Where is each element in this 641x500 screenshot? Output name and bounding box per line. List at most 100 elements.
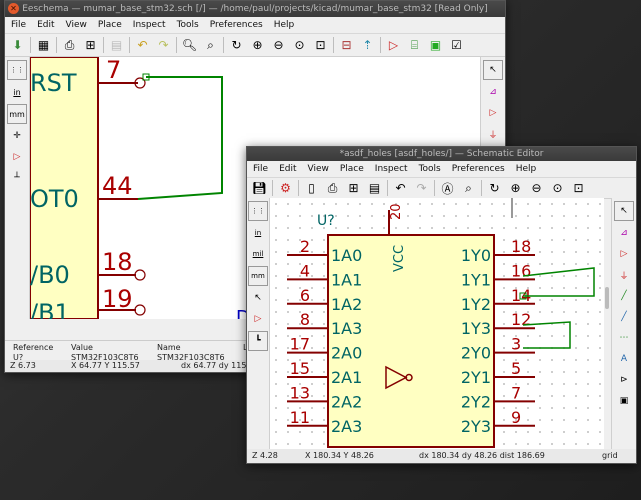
redo-icon[interactable]: ↷ — [416, 181, 427, 195]
close-window-icon[interactable]: ✕ — [8, 3, 19, 14]
highlight-net-icon[interactable]: ⊿ — [620, 228, 628, 238]
find-icon[interactable]: 🔍︎ — [181, 38, 198, 52]
zoom-in-icon[interactable]: ⊕ — [252, 38, 263, 52]
pin-name-ot0: OT0 — [30, 185, 79, 213]
pin-number-7: 7 — [106, 57, 121, 84]
add-symbol-icon[interactable]: ▷ — [489, 108, 497, 118]
add-wire-icon[interactable]: ╱ — [621, 291, 627, 301]
add-label-icon[interactable]: A — [620, 354, 628, 364]
undo-icon[interactable]: ↶ — [137, 38, 148, 52]
pin-name: 1A2 — [331, 295, 362, 314]
select-tool-icon[interactable]: ↖ — [614, 201, 634, 221]
canvas-scrollbar[interactable] — [605, 287, 609, 309]
schematic-setup-icon[interactable]: ⚙ — [280, 181, 291, 195]
save-icon[interactable]: 💾︎ — [251, 181, 268, 195]
grid-icon[interactable]: ⋮⋮ — [7, 60, 27, 80]
menu-place[interactable]: Place — [97, 20, 122, 30]
units-mm-button[interactable]: mm — [7, 104, 27, 124]
menu-file[interactable]: File — [11, 20, 27, 30]
menu-view[interactable]: View — [307, 164, 329, 174]
menu-tools[interactable]: Tools — [418, 164, 441, 174]
menu-edit[interactable]: Edit — [37, 20, 55, 30]
symbol-editor-icon[interactable]: ▷ — [388, 38, 399, 52]
menu-bar: File Edit View Place Inspect Tools Preferences… — [247, 161, 636, 178]
units-mil-button[interactable]: mil — [252, 250, 264, 258]
menu-help[interactable]: Help — [515, 164, 537, 174]
units-in-button[interactable]: in — [254, 229, 262, 237]
hidden-pins-icon[interactable]: ▷ — [13, 152, 21, 162]
menu-inspect[interactable]: Inspect — [374, 164, 408, 174]
cursor-icon[interactable]: ↖ — [254, 293, 262, 303]
paste-icon[interactable]: ▤ — [110, 38, 123, 52]
find-replace-icon[interactable]: ⌕ — [465, 180, 472, 195]
status-bar: Z 4.28 X 180.34 Y 48.26 dx 180.34 dy 48.… — [247, 449, 636, 463]
pin-number: 15 — [290, 359, 310, 378]
redo-icon[interactable]: ↷ — [158, 38, 169, 52]
add-power-icon[interactable]: ⏚ — [619, 271, 629, 282]
print-icon[interactable]: ⎙ — [64, 37, 75, 52]
cursor-icon[interactable]: ✛ — [13, 131, 21, 141]
menu-preferences[interactable]: Preferences — [209, 20, 263, 30]
zoom-fit-icon[interactable]: ⊙ — [294, 38, 305, 52]
pin-number: 7 — [511, 383, 521, 402]
wire-mode-icon[interactable]: ┴ — [14, 173, 20, 183]
page-settings-icon[interactable]: ▯ — [308, 181, 315, 195]
hidden-pins-icon[interactable]: ▷ — [254, 314, 262, 324]
undo-icon[interactable]: ↶ — [395, 181, 406, 195]
symbol-browser-icon[interactable]: ⌸ — [410, 37, 419, 52]
zoom-out-icon[interactable]: ⊖ — [531, 181, 542, 195]
leave-sheet-icon[interactable]: ⇡ — [362, 38, 373, 52]
add-symbol-icon[interactable]: ▷ — [620, 249, 628, 259]
menu-place[interactable]: Place — [339, 164, 364, 174]
wire-mode-icon[interactable]: ┗ — [248, 331, 268, 351]
vcc-pin-name: VCC — [392, 245, 407, 272]
units-mm-button[interactable]: mm — [248, 266, 268, 286]
value-value: STM32F103C8T6 — [71, 353, 139, 362]
add-junction-icon[interactable]: ⋯ — [619, 333, 629, 343]
wire[interactable] — [137, 76, 223, 200]
print-icon[interactable]: ⎙ — [327, 180, 338, 195]
add-power-icon[interactable]: ⏚ — [488, 130, 498, 141]
window-titlebar: ✕ Eeschema — mumar_base_stm32.sch [/] — … — [5, 1, 505, 17]
find-icon[interactable]: Ⓐ — [441, 181, 454, 196]
units-in-button[interactable]: in — [13, 87, 21, 97]
zoom-out-icon[interactable]: ⊖ — [273, 38, 284, 52]
erc-icon[interactable]: ☑ — [451, 38, 462, 52]
page-settings-icon[interactable]: ▦ — [37, 38, 50, 52]
menu-tools[interactable]: Tools — [176, 20, 199, 30]
paste-icon[interactable]: ▤ — [368, 181, 381, 195]
select-tool-icon[interactable]: ↖ — [483, 60, 503, 80]
refresh-icon[interactable]: ↻ — [489, 181, 500, 195]
add-global-label-icon[interactable]: ⊳ — [620, 375, 628, 385]
no-connect-pin-18 — [134, 269, 146, 281]
wire-end-marker — [519, 292, 527, 300]
menu-edit[interactable]: Edit — [279, 164, 297, 174]
zoom-readout: Z 4.28 — [252, 451, 278, 460]
pin-name: 2A2 — [331, 392, 362, 411]
menu-file[interactable]: File — [253, 164, 269, 174]
refresh-icon[interactable]: ↻ — [231, 38, 242, 52]
zoom-fit-icon[interactable]: ⊙ — [552, 181, 563, 195]
menu-preferences[interactable]: Preferences — [451, 164, 505, 174]
add-bus-icon[interactable]: ╱ — [621, 312, 627, 322]
pin-number-20: 20 — [102, 315, 133, 319]
zoom-selection-icon[interactable]: ⊡ — [315, 38, 326, 52]
pin-name-b1: /B1 — [30, 299, 70, 319]
menu-help[interactable]: Help — [273, 20, 295, 30]
plot-icon[interactable]: ⊞ — [85, 38, 96, 52]
add-sheet-icon[interactable]: ▣ — [619, 396, 629, 406]
hierarchy-navigator-icon[interactable]: ⊟ — [341, 38, 352, 52]
plot-icon[interactable]: ⊞ — [348, 181, 359, 195]
pin-name: 2A1 — [331, 368, 362, 387]
zoom-in-icon[interactable]: ⊕ — [510, 181, 521, 195]
zoom-selection-icon[interactable]: ⊡ — [573, 181, 584, 195]
highlight-net-icon[interactable]: ⊿ — [489, 87, 497, 97]
annotate-icon[interactable]: ▣ — [429, 38, 442, 52]
save-icon[interactable]: ⬇ — [12, 38, 23, 52]
menu-view[interactable]: View — [65, 20, 87, 30]
window-title: *asdf_holes [asdf_holes/] — Schematic Ed… — [339, 149, 544, 159]
menu-inspect[interactable]: Inspect — [132, 20, 166, 30]
find-replace-icon[interactable]: ⌕ — [207, 37, 214, 52]
grid-icon[interactable]: ⋮⋮ — [248, 201, 268, 221]
